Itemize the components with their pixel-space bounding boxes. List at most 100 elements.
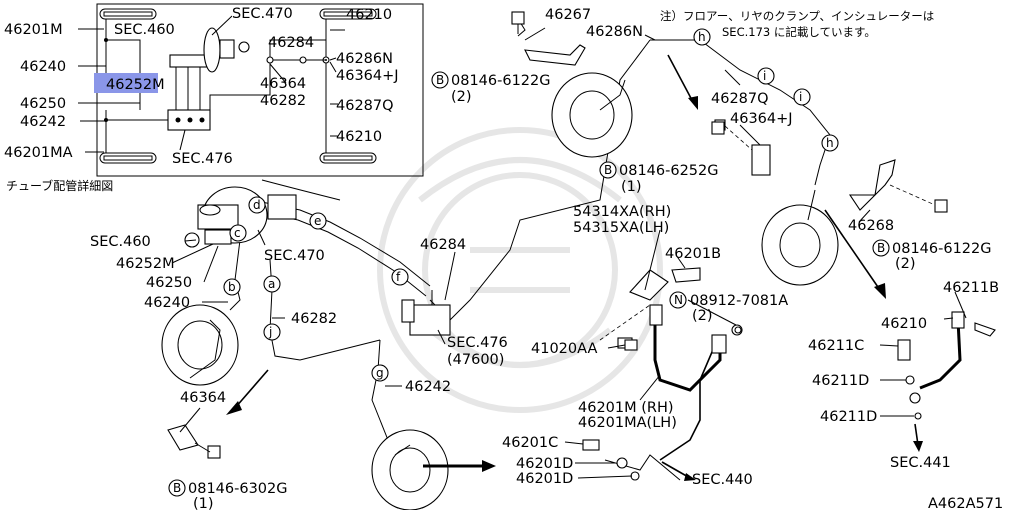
marker-e: e — [314, 214, 321, 228]
inset-label-sec470: SEC.470 — [232, 6, 293, 22]
inset-label-46250: 46250 — [20, 96, 66, 112]
marker-b: b — [228, 280, 236, 294]
inset-label-46284: 46284 — [268, 35, 314, 51]
label-46211D-b: 46211D — [820, 409, 877, 425]
marker-c: c — [234, 226, 241, 240]
note-line-2: SEC.173 に記載しています。 — [722, 25, 876, 39]
main-labels: 46267 46286N 08146-6122G (2) 46287Q 4636… — [90, 7, 1003, 510]
bracket-54314XA — [629, 267, 701, 301]
inset-label-46287Q: 46287Q — [336, 98, 394, 114]
label-08912-7081A: 08912-7081A — [690, 293, 788, 309]
bracket-46364 — [167, 424, 221, 459]
inset-label-46252M: 46252M — [106, 77, 165, 93]
label-46364: 46364 — [180, 390, 226, 406]
label-08146-6122G-b: 08146-6122G — [892, 241, 992, 257]
label-46201M: 46201M (RH) — [578, 400, 674, 416]
label-sec470: SEC.470 — [264, 248, 325, 264]
note-line-1: 注）フロアー、リヤのクランプ、インシュレーターは — [660, 9, 934, 23]
label-46284: 46284 — [420, 237, 466, 253]
inset-label-46242: 46242 — [20, 114, 66, 130]
marker-h-bottom: h — [826, 136, 834, 150]
inset-label-46210-bottom: 46210 — [336, 129, 382, 145]
direction-arrows — [226, 54, 923, 481]
label-46211B: 46211B — [943, 280, 999, 296]
master-cylinder — [184, 186, 297, 248]
inset-label-sec476: SEC.476 — [172, 151, 233, 167]
symbol-B-4: B — [173, 481, 181, 495]
label-46201B: 46201B — [665, 246, 721, 262]
inset-label-46286N: 46286N — [336, 51, 393, 67]
hose-46201M — [582, 304, 743, 481]
label-46250: 46250 — [146, 275, 192, 291]
front-left-brake — [161, 304, 239, 386]
label-46201D-a: 46201D — [516, 456, 573, 472]
label-46282: 46282 — [291, 311, 337, 327]
label-46364J: 46364+J — [730, 111, 793, 127]
inset-caption: チューブ配管詳細図 — [6, 178, 113, 193]
label-sec441: SEC.441 — [890, 455, 951, 471]
label-qty-6252G: (1) — [621, 179, 642, 195]
inset-label-46240: 46240 — [20, 59, 66, 75]
marker-j: j — [268, 325, 272, 339]
bracket-46268 — [848, 159, 948, 213]
highlight-46252M — [94, 73, 158, 93]
proportioning-valve — [401, 290, 451, 336]
bracket-46267 — [511, 11, 586, 66]
marker-f: f — [396, 270, 401, 284]
figure-id: A462A571 — [928, 496, 1003, 510]
label-54315XA: 54315XA(LH) — [573, 220, 669, 236]
symbol-B-1: B — [436, 73, 444, 87]
front-right-brake — [551, 72, 633, 158]
label-sec476-sub: (47600) — [447, 352, 504, 368]
label-qty-6122G-a: (2) — [451, 89, 472, 105]
marker-d: d — [253, 198, 261, 212]
label-46268: 46268 — [848, 218, 894, 234]
label-08146-6122G-a: 08146-6122G — [451, 73, 551, 89]
label-46210: 46210 — [881, 316, 927, 332]
watermark-emblem — [377, 127, 663, 413]
pipe-markers: c d e f b a j g h i i h — [223, 28, 839, 382]
marker-g: g — [376, 366, 384, 380]
marker-h-top: h — [698, 30, 706, 44]
label-46201D-b: 46201D — [516, 471, 573, 487]
label-46211C: 46211C — [808, 338, 864, 354]
label-qty-7081A: (2) — [692, 308, 713, 324]
symbol-B-3: B — [877, 241, 885, 255]
label-46240: 46240 — [144, 295, 190, 311]
label-sec476: SEC.476 — [447, 335, 508, 351]
rear-right-brake — [761, 189, 839, 286]
inset-label-46201MA: 46201MA — [4, 145, 73, 161]
label-46267: 46267 — [545, 7, 591, 23]
inset-label-46364J: 46364+J — [336, 68, 399, 84]
label-sec460: SEC.460 — [90, 234, 151, 250]
label-sec440: SEC.440 — [692, 472, 753, 488]
label-46287Q: 46287Q — [711, 91, 769, 107]
label-46286N: 46286N — [586, 24, 643, 40]
fasteners — [624, 121, 742, 351]
inset-label-sec460: SEC.460 — [114, 22, 175, 38]
bolt-symbols: B B B B N — [168, 71, 890, 497]
leader-lines — [171, 27, 967, 479]
label-46201MA: 46201MA(LH) — [578, 415, 677, 431]
rear-left-brake — [371, 429, 449, 510]
label-46201C: 46201C — [502, 435, 558, 451]
inset-label-46282: 46282 — [260, 93, 306, 109]
marker-i-2: i — [799, 90, 802, 104]
marker-i-1: i — [763, 69, 766, 83]
label-54314XA: 54314XA(RH) — [573, 204, 671, 220]
label-46252M: 46252M — [116, 256, 175, 272]
inset-detail-box: 46201M SEC.460 SEC.470 46240 46252M 4625… — [4, 3, 424, 177]
hose-46210 — [897, 311, 996, 420]
symbol-B-2: B — [604, 163, 612, 177]
label-46211D-a: 46211D — [812, 373, 869, 389]
inset-label-46201M: 46201M — [4, 22, 63, 38]
label-08146-6252G: 08146-6252G — [619, 163, 719, 179]
label-41020AA: 41020AA — [531, 341, 597, 357]
label-qty-6302G: (1) — [193, 496, 214, 510]
inset-label-46210-top: 46210 — [346, 7, 392, 23]
symbol-N: N — [674, 293, 683, 307]
label-46242: 46242 — [405, 379, 451, 395]
marker-a: a — [268, 277, 275, 291]
label-qty-6122G-b: (2) — [895, 256, 916, 272]
